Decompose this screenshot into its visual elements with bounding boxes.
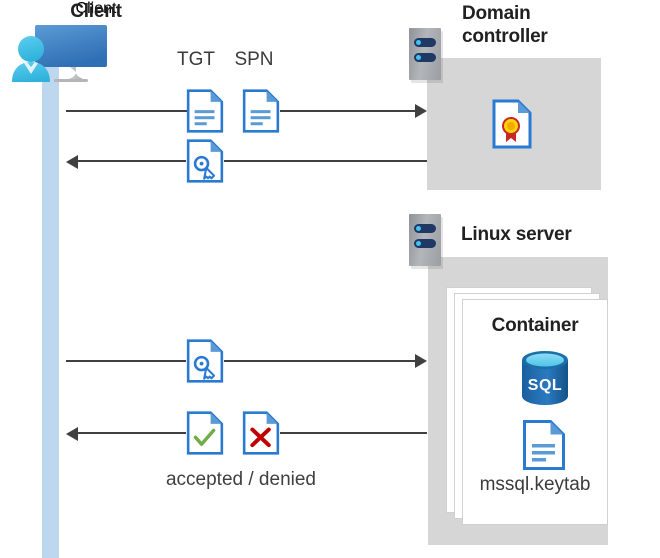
message-auth-result-line-left (78, 432, 186, 434)
message-request-tgt-spn-line-right (280, 110, 415, 112)
message-request-tgt-spn-arrowhead (415, 104, 427, 118)
message-return-service-ticket-line-right (224, 160, 427, 162)
sql-database-label: SQL (528, 377, 562, 394)
present-ticket-document-key-icon (186, 336, 224, 386)
message-return-service-ticket-arrowhead (66, 155, 78, 169)
tgt-document-lines-icon (186, 86, 224, 136)
linux-server-server-rack-icon (409, 214, 441, 266)
client-lifeline (42, 60, 59, 558)
message-return-service-ticket-line-left (78, 160, 186, 162)
message-auth-result-arrowhead (66, 427, 78, 441)
container-title: Container (491, 315, 579, 336)
message-present-service-ticket-arrowhead (415, 354, 427, 368)
document-x-icon (242, 408, 280, 458)
certificate-document-icon (492, 99, 532, 149)
user-with-monitor-icon (8, 20, 112, 90)
domain-controller-server-rack-icon (409, 28, 441, 80)
auth-result-caption: accepted / denied (165, 469, 316, 490)
message-present-service-ticket-line-left (66, 360, 186, 362)
keytab-filename-label: mssql.keytab (479, 474, 591, 495)
client-label: Client (75, 0, 117, 17)
service-ticket-document-key-icon (186, 136, 224, 186)
keytab-document-icon (522, 419, 566, 471)
message-request-tgt-spn-line-left (66, 110, 188, 112)
sql-database-icon: SQL (518, 350, 572, 406)
client-title: Client (70, 1, 122, 22)
spn-document-lines-icon (242, 86, 280, 136)
tgt-label: TGT (177, 49, 215, 70)
container-card-front: Container (462, 299, 608, 525)
message-present-service-ticket-line-right (224, 360, 415, 362)
document-check-icon (186, 408, 224, 458)
domain-controller-title-line1: Domain (462, 3, 531, 24)
spn-label: SPN (234, 49, 274, 70)
domain-controller-title-line2: controller (462, 26, 548, 47)
message-auth-result-line-right (280, 432, 427, 434)
linux-server-title: Linux server (461, 224, 572, 245)
